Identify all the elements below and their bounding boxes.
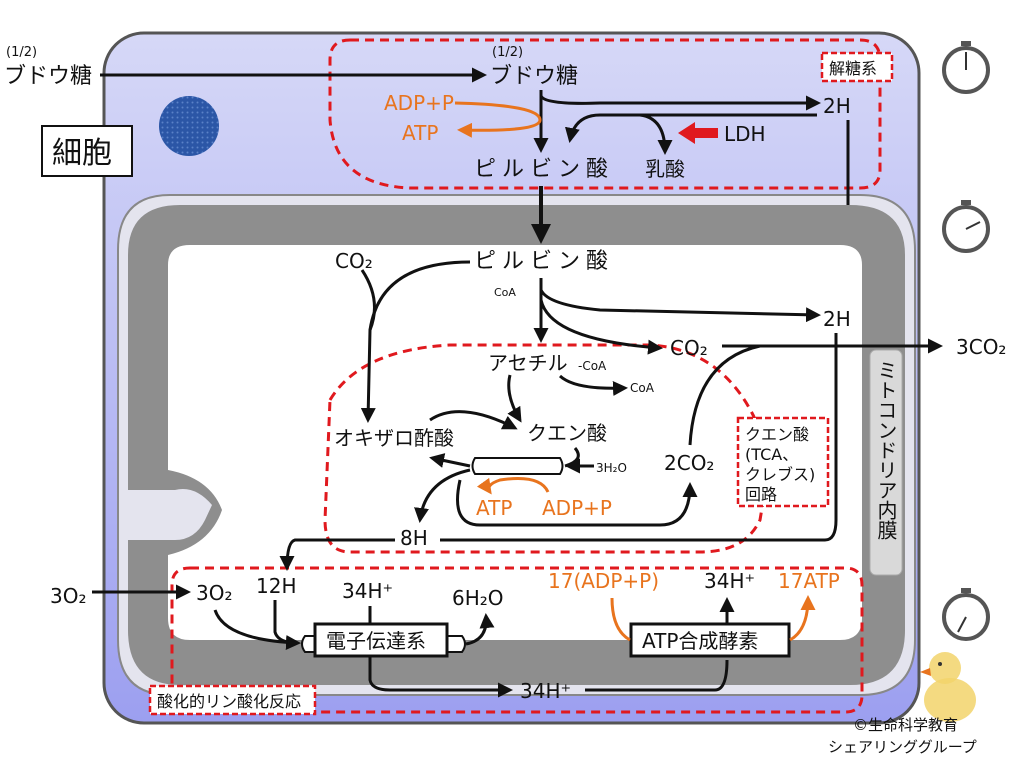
- stopwatch-icon-2: [942, 200, 990, 253]
- arrow-tca-8h: [414, 468, 471, 523]
- arrow-12h-etc: [273, 600, 299, 645]
- stopwatch-icon-3: [942, 588, 990, 641]
- water-output: 6H₂O: [452, 586, 504, 610]
- atp-tca: ATP: [476, 496, 512, 520]
- cell-label-box: [41, 125, 133, 177]
- glycolysis-box: [820, 51, 894, 83]
- lactate: 乳酸: [645, 157, 685, 181]
- co2-two: 2CO₂: [664, 451, 714, 475]
- arrow-lactate-2h: [565, 113, 817, 143]
- arrow-protons-synthase: [585, 659, 729, 692]
- pyruvate-glycolysis: ピルビン酸: [474, 157, 614, 182]
- o2-outside: 3O₂: [50, 584, 86, 608]
- atp-synthase-label: ATP合成酵素: [642, 629, 758, 653]
- arrow-to-lactate: [639, 113, 673, 155]
- hydrogen-12h: 12H: [256, 574, 297, 598]
- coa-release: CoA: [630, 381, 655, 395]
- tca-box-line-3: クレブス): [745, 465, 815, 484]
- pyruvate-mito: ピルビン酸: [474, 249, 614, 274]
- membrane-label: ミトコンドリア内膜: [874, 360, 898, 540]
- oxaloacetate: オキザロ酢酸: [334, 426, 454, 450]
- hydrogen-8h: 8H: [400, 526, 428, 550]
- coa-small: CoA: [494, 286, 516, 299]
- arrow-oxaloacetate-citrate: [429, 410, 518, 430]
- oxphos-box: [148, 684, 317, 716]
- oxphos-box-label: 酸化的リン酸化反応: [157, 692, 301, 711]
- arrow-pyruvate-co2: [539, 299, 663, 355]
- proton-34-a: 34H⁺: [342, 579, 393, 603]
- glucose-inside: ブドウ糖: [490, 64, 578, 89]
- proton-34-c: 34H⁺: [520, 679, 571, 703]
- nucleus-icon: [159, 96, 219, 156]
- acetyl-coa: アセチル: [488, 351, 568, 375]
- tca-box-line-4: 回路: [745, 485, 777, 504]
- tca-box-line-2: (TCA、: [745, 445, 798, 464]
- adp-p-tca: ADP+P: [542, 496, 612, 520]
- adp-p-17: 17(ADP+P): [548, 569, 659, 593]
- tca-box: [736, 416, 830, 508]
- co2-out: 3CO₂: [956, 335, 1006, 359]
- adp-p-glycolysis: ADP+P: [384, 91, 454, 115]
- membrane-label-box: [869, 349, 903, 576]
- water-input: 3H₂O: [596, 461, 627, 475]
- arrow-co2-curve: [360, 269, 376, 331]
- arrow-tca-oxaloacetate: [429, 453, 471, 468]
- line-8h-join: [440, 519, 838, 542]
- hydrogen-2h-glycolysis: 2H: [823, 94, 851, 118]
- atp-17: 17ATP: [778, 569, 840, 593]
- glucose-outside: ブドウ糖: [4, 64, 92, 89]
- arrow-adp-atp: [454, 101, 542, 138]
- stopwatch-icon-1: [942, 41, 990, 94]
- arrow-etc-protons: [368, 656, 513, 698]
- chick-mascot-icon: [920, 652, 976, 722]
- arrow-glucose-2h: [539, 95, 821, 111]
- arrow-synthase-atp: [789, 595, 816, 642]
- arrow-etc-water: [465, 613, 495, 646]
- ldh-pointer-icon: [678, 122, 718, 144]
- arrow-atp-tca: [476, 477, 550, 495]
- acetyl-coa-sub: -CoA: [578, 359, 607, 373]
- arrow-tca-2co2: [456, 479, 698, 527]
- arrow-2co2-up: [688, 344, 761, 446]
- glucose-outside-fraction: (1/2): [6, 45, 37, 60]
- tca-box-line-1: クエン酸: [745, 425, 809, 444]
- copyright-line-2: シェアリンググループ: [828, 738, 977, 756]
- etc-label: 電子伝達系: [326, 629, 426, 653]
- glycolysis-region: [328, 38, 882, 190]
- etc-box: [313, 622, 449, 658]
- arrow-coa-release: [558, 374, 628, 396]
- atp-synthase-box: [629, 622, 791, 658]
- glycolysis-box-label: 解糖系: [829, 59, 877, 78]
- co2-mid: CO₂: [670, 336, 708, 360]
- proton-34-b: 34H⁺: [704, 569, 755, 593]
- arrow-adp-synthase: [610, 597, 631, 642]
- citrate: クエン酸: [527, 421, 607, 445]
- arrow-pyruvate-2h: [539, 289, 821, 323]
- hydrogen-2h-mito: 2H: [823, 307, 851, 331]
- glucose-inside-fraction: (1/2): [492, 45, 523, 60]
- atp-glycolysis: ATP: [402, 121, 438, 145]
- arrow-8h-12h: [279, 538, 395, 571]
- co2-left: CO₂: [335, 249, 373, 273]
- cell-label: 細胞: [52, 136, 112, 171]
- ldh-label: LDH: [724, 122, 766, 146]
- tca-cylinder-icon: [471, 457, 564, 475]
- o2-inside: 3O₂: [196, 581, 232, 605]
- arrow-acetyl-citrate: [507, 374, 522, 423]
- copyright-line-1: ©生命科学教育: [853, 716, 958, 734]
